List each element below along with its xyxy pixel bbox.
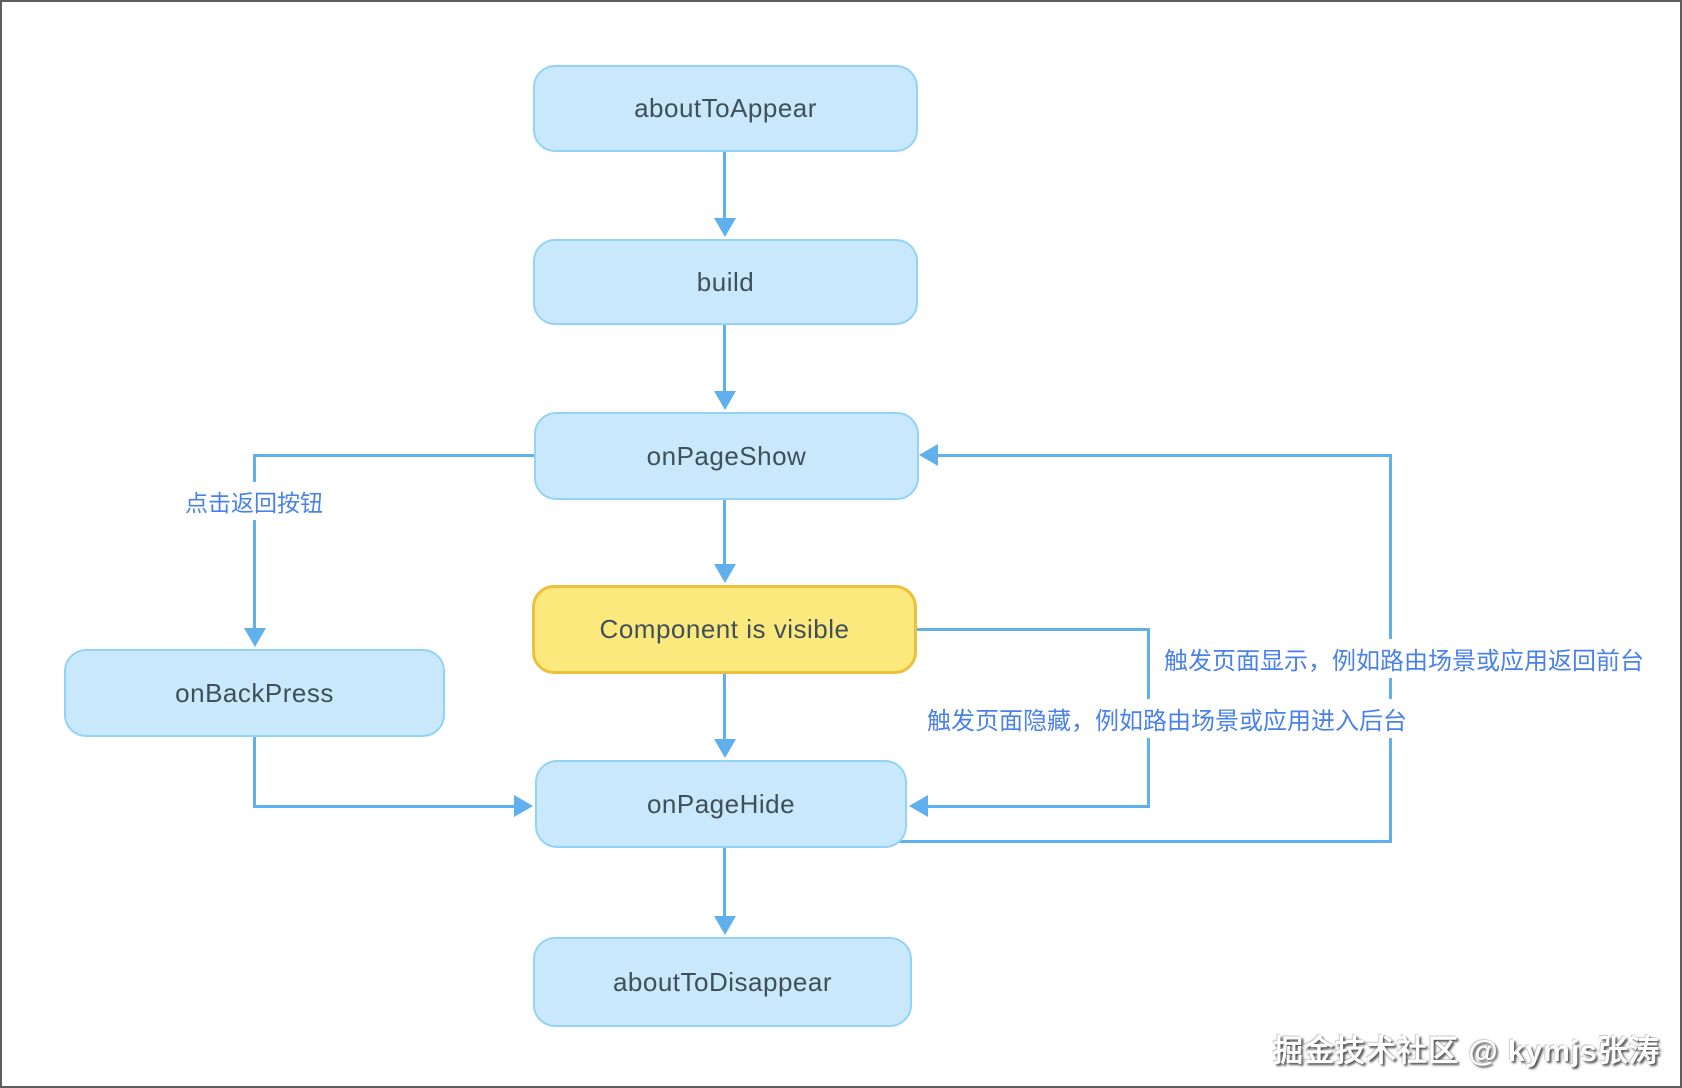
node-build: build [533, 239, 918, 325]
arrowhead-left-icon [919, 444, 938, 466]
arrowhead-right-icon [514, 795, 533, 817]
node-label: Component is visible [599, 614, 850, 644]
arrowhead-left-icon [909, 795, 928, 817]
arrowhead-down-icon [244, 628, 266, 647]
edge-pagehide-disappear-line [723, 848, 726, 917]
arrowhead-down-icon [714, 218, 736, 237]
node-component-is-visible: Component is visible [532, 585, 917, 674]
node-label: aboutToDisappear [612, 966, 833, 997]
edge-hide-horizontal-top-line [917, 628, 1150, 631]
edge-visible-pagehide-line [723, 674, 726, 740]
node-label: aboutToAppear [634, 93, 817, 123]
edge-label-page-hide: 触发页面隐藏，例如路由场景或应用进入后台 [923, 699, 1411, 738]
edge-appear-build-line [723, 152, 726, 219]
edge-label-page-show: 触发页面显示，例如路由场景或应用返回前台 [1160, 639, 1648, 678]
edge-backpress-pagehide-line [253, 805, 515, 808]
node-label: onPageShow [646, 440, 807, 471]
node-label: onPageHide [646, 788, 796, 819]
node-about-to-appear: aboutToAppear [533, 65, 918, 152]
node-on-back-press: onBackPress [64, 649, 445, 737]
arrowhead-down-icon [714, 564, 736, 583]
node-label: build [696, 266, 755, 297]
edge-label-back-button: 点击返回按钮 [181, 482, 327, 520]
edge-back-vertical-line [253, 454, 256, 630]
edge-pageshow-visible-line [723, 500, 726, 565]
edge-backpress-down-line [253, 737, 256, 808]
arrowhead-down-icon [714, 739, 736, 758]
edge-build-pageshow-line [723, 325, 726, 392]
watermark: 掘金技术社区 @ kymjs张涛 [1273, 1035, 1660, 1068]
edge-hide-horizontal-bottom-line [928, 805, 1150, 808]
node-on-page-show: onPageShow [534, 412, 919, 500]
edge-back-horizontal-top-line [255, 454, 534, 457]
edge-show-horizontal-bottom-line [897, 840, 1392, 843]
arrowhead-down-icon [714, 391, 736, 410]
node-label: onBackPress [175, 677, 334, 708]
node-about-to-disappear: aboutToDisappear [533, 937, 912, 1027]
edge-show-horizontal-top-line [938, 454, 1390, 457]
arrowhead-down-icon [714, 916, 736, 935]
node-on-page-hide: onPageHide [535, 760, 907, 848]
